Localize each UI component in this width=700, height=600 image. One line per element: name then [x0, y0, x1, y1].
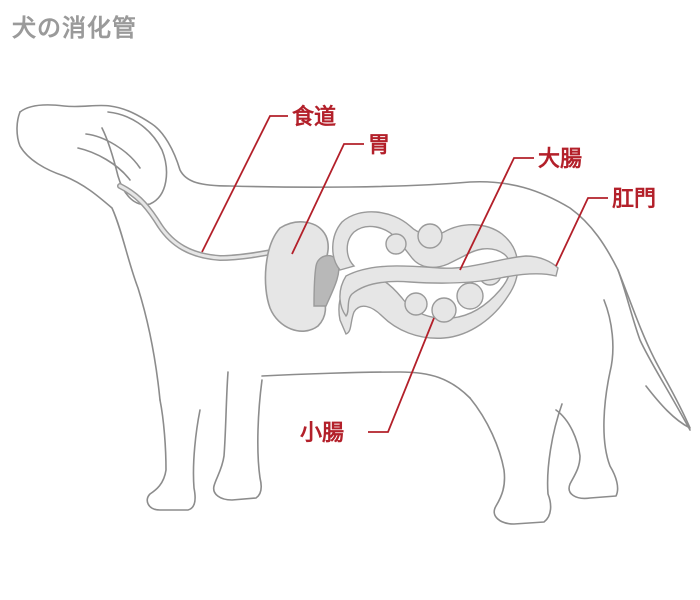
- anus-label: 肛門: [612, 187, 656, 212]
- dog-front-leg-2: [212, 371, 263, 501]
- dog-chest-outline: [146, 399, 201, 511]
- large-intestine-organ: [339, 255, 559, 318]
- small-intestine-leader: [368, 317, 435, 433]
- small-intestine-label: 小腸: [300, 421, 344, 446]
- esophagus-leader: [201, 115, 288, 253]
- dog-belly-outline: [261, 371, 471, 399]
- esophagus-organ: [117, 183, 285, 262]
- dog-outline: [16, 104, 691, 525]
- anus-leader: [555, 197, 608, 267]
- stomach-leader: [291, 143, 364, 255]
- dog-ear-outline: [101, 111, 168, 206]
- large-intestine-leader: [459, 157, 534, 271]
- dog-hind-leg-back: [555, 299, 619, 500]
- stomach-organ: [264, 221, 329, 332]
- dog-head-outline: [19, 104, 691, 431]
- dog-snout-outline: [16, 111, 161, 401]
- dog-ear-inner-2: [77, 147, 131, 181]
- large-intestine-label: 大腸: [538, 147, 582, 172]
- page-title: 犬の消化管: [12, 14, 137, 42]
- duodenum-organ: [313, 255, 340, 307]
- dog-hind-leg-outline: [469, 397, 563, 525]
- dog-tail-outline: [617, 269, 691, 429]
- dog-ear-inner: [85, 133, 141, 169]
- stomach-label: 胃: [368, 133, 390, 158]
- leader-lines: [201, 115, 608, 433]
- esophagus-label: 食道: [292, 104, 336, 130]
